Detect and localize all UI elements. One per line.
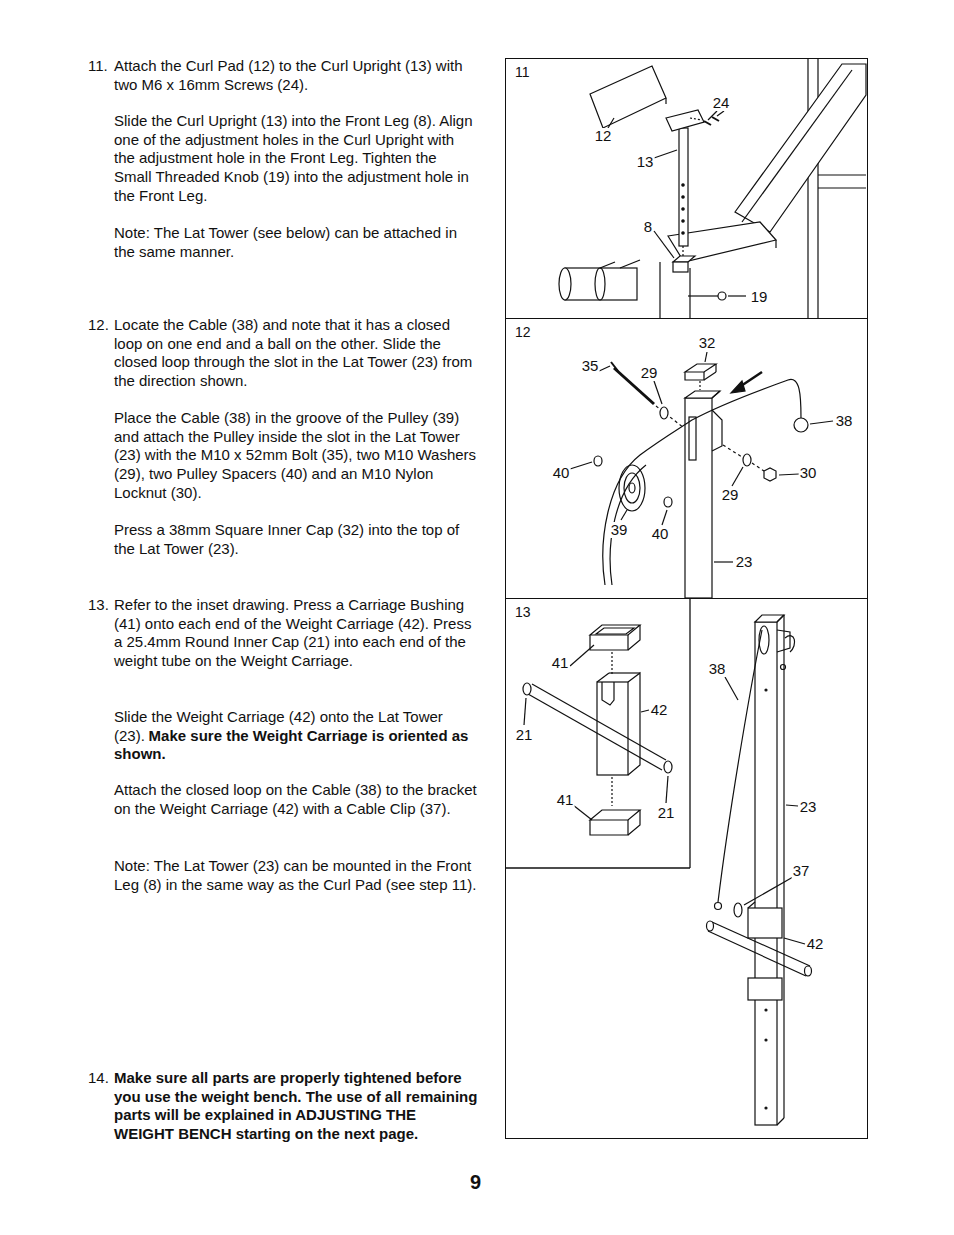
page-number: 9 xyxy=(470,1171,481,1193)
callout-number: 23 xyxy=(799,799,818,815)
bench-figure xyxy=(559,58,866,318)
callout-number: 42 xyxy=(650,702,669,718)
lat-tower-figure xyxy=(707,615,812,1125)
instruction-text: Slide the Curl Upright (13) into the Fro… xyxy=(114,112,478,206)
instruction-text: Attach the closed loop on the Cable (38)… xyxy=(114,781,477,817)
instruction-text: Attach the Curl Pad (12) to the Curl Upr… xyxy=(114,57,463,93)
callout-number: 41 xyxy=(556,792,575,808)
callout-number: 40 xyxy=(552,465,571,481)
instruction-text: Press a 38mm Square Inner Cap (32) into … xyxy=(114,521,459,557)
step-number: 13. xyxy=(88,596,109,613)
callout-number: 32 xyxy=(698,335,717,351)
callout-number: 35 xyxy=(581,358,600,374)
instruction-warning: Make sure the Weight Carriage is oriente… xyxy=(114,727,468,763)
instruction-text: Press a 38mm Square Inner Cap (32) into … xyxy=(114,521,478,558)
instruction-text: Make sure all parts are properly tighten… xyxy=(114,1069,477,1142)
instruction-text: Note: The Lat Tower (see below) can be a… xyxy=(114,224,478,261)
callout-number: 19 xyxy=(750,289,769,305)
page-number: 9 xyxy=(470,1170,500,1194)
instruction-text: Slide the Curl Upright (13) into the Fro… xyxy=(114,112,473,204)
callout-number: 12 xyxy=(594,128,613,144)
callout-number: 24 xyxy=(712,95,731,111)
callout-number: 23 xyxy=(735,554,754,570)
callout-number: 8 xyxy=(643,219,653,235)
callout-number: 42 xyxy=(806,936,825,952)
panel-number: 12 xyxy=(515,324,531,340)
instruction-text: Note: The Lat Tower (23) can be mounted … xyxy=(114,857,476,893)
lat-tower-top-figure xyxy=(570,352,833,598)
instruction-text: Note: The Lat Tower (see below) can be a… xyxy=(114,224,457,260)
callout-number: 29 xyxy=(721,487,740,503)
panel-number: 13 xyxy=(515,604,531,620)
instruction-text: Place the Cable (38) in the groove of th… xyxy=(114,409,478,503)
instruction-text: Locate the Cable (38) and note that it h… xyxy=(114,316,478,391)
step-number: 13. xyxy=(88,596,112,615)
instruction-text: Attach the closed loop on the Cable (38)… xyxy=(114,781,478,818)
callout-number: 38 xyxy=(708,661,727,677)
callout-number: 30 xyxy=(799,465,818,481)
step-number: 12. xyxy=(88,316,109,333)
step-number: 14. xyxy=(88,1069,109,1086)
callout-number: 29 xyxy=(640,365,659,381)
instruction-text: Place the Cable (38) in the groove of th… xyxy=(114,409,476,501)
instruction-text: Locate the Cable (38) and note that it h… xyxy=(114,316,472,389)
figure-panel: 12 xyxy=(505,318,868,599)
callout-number: 40 xyxy=(651,526,670,542)
callout-number: 21 xyxy=(657,805,676,821)
callout-number: 37 xyxy=(792,863,811,879)
instruction-text: Note: The Lat Tower (23) can be mounted … xyxy=(114,857,478,894)
instruction-text: Attach the Curl Pad (12) to the Curl Upr… xyxy=(114,57,478,94)
instruction-text: Refer to the inset drawing. Press a Carr… xyxy=(114,596,478,671)
panel-number: 11 xyxy=(515,64,530,80)
callout-number: 41 xyxy=(551,655,570,671)
callout-number: 13 xyxy=(636,154,655,170)
figure-panel: 11 xyxy=(505,58,868,319)
step-number: 11. xyxy=(88,57,108,74)
callout-number: 21 xyxy=(515,727,534,743)
instruction-text: Make sure all parts are properly tighten… xyxy=(114,1069,478,1144)
callout-number: 39 xyxy=(610,522,629,538)
callout-number: 38 xyxy=(835,413,854,429)
instruction-text: Slide the Weight Carriage (42) onto the … xyxy=(114,708,478,764)
figure-panel: 13 xyxy=(505,598,868,1139)
step-number: 12. xyxy=(88,316,112,335)
instruction-text: Refer to the inset drawing. Press a Carr… xyxy=(114,596,471,669)
step-number: 11. xyxy=(88,57,112,76)
carriage-inset-figure xyxy=(505,598,690,868)
step-number: 14. xyxy=(88,1069,112,1088)
